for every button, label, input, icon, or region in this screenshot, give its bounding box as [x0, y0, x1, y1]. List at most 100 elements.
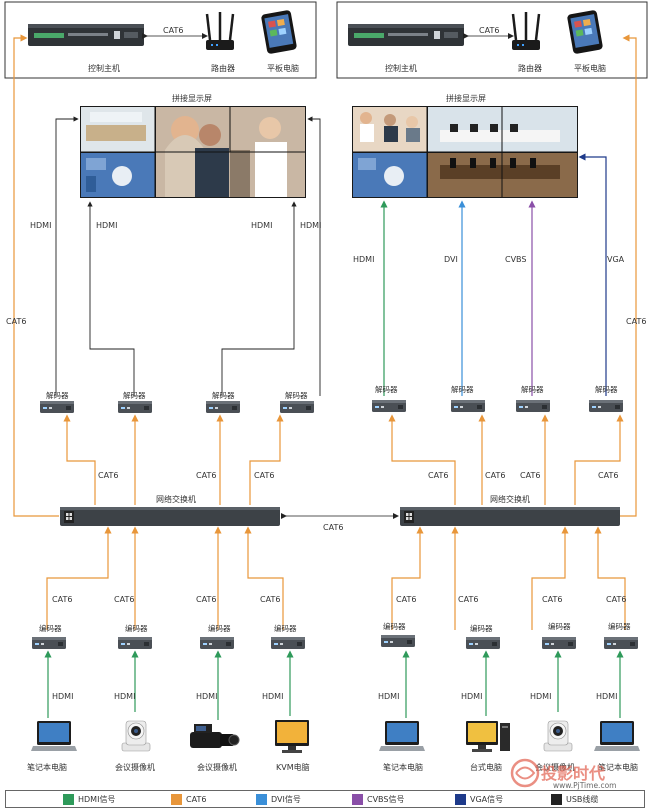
- encoder-right-1: 编码器: [381, 621, 415, 647]
- cat6-label: CAT6: [196, 471, 216, 480]
- tablet-left-label: 平板电脑: [267, 63, 299, 73]
- legend-item-hdmi: HDMI信号: [63, 793, 116, 805]
- right-link-label-1: HDMI: [353, 255, 374, 264]
- hdmi-label: HDMI: [596, 692, 617, 701]
- encoder-label: 编码器: [39, 623, 62, 633]
- encoder-label: 编码器: [383, 621, 406, 631]
- cat6-label: CAT6: [254, 471, 274, 480]
- legend-item-usb: USB线缆: [551, 793, 599, 805]
- watermark: 投影时代 www.PjTime.com: [510, 758, 616, 790]
- encoder-left-3: 编码器: [200, 623, 234, 649]
- cat6-label: CAT6: [260, 595, 280, 604]
- legend-item-cvbs: CVBS信号: [352, 793, 404, 805]
- left-video-wall: [80, 106, 306, 198]
- cat6-label: CAT6: [396, 595, 416, 604]
- decoder-left-3: 解码器: [206, 390, 240, 413]
- encoder-right-2: 编码器: [466, 623, 500, 649]
- right-video-wall: [352, 106, 578, 198]
- decoder-label: 解码器: [46, 390, 69, 400]
- decoder-right-3: 解码器: [516, 384, 550, 412]
- cat6-label: CAT6: [428, 471, 448, 480]
- decoder-right-4: 解码器: [589, 384, 623, 412]
- decoder-right-1: 解码器: [372, 384, 406, 412]
- right-link-label-3: CVBS: [505, 255, 526, 264]
- right-wall-title: 拼接显示屏: [446, 93, 486, 103]
- laptop-icon: [31, 721, 77, 751]
- encoder-right-4: 编码器: [604, 621, 638, 649]
- left-link-label-2: HDMI: [96, 221, 117, 230]
- hdmi-label: HDMI: [530, 692, 551, 701]
- cat6-label: CAT6: [114, 595, 134, 604]
- source-label-left-4: KVM电脑: [276, 762, 310, 772]
- decoder-left-2: 解码器: [118, 390, 152, 413]
- control-host-left-label: 控制主机: [88, 63, 120, 73]
- switch-left: [60, 507, 280, 526]
- encoder-label: 编码器: [470, 623, 493, 633]
- decoder-label: 解码器: [595, 384, 618, 394]
- hdmi-label: HDMI: [114, 692, 135, 701]
- decoder-label: 解码器: [521, 384, 544, 394]
- encoder-left-1: 编码器: [32, 623, 66, 649]
- source-label-right-4: 笔记本电脑: [598, 762, 638, 772]
- top-right-link-label: CAT6: [479, 26, 499, 35]
- legend-label: USB线缆: [566, 794, 599, 804]
- hdmi-label: HDMI: [52, 692, 73, 701]
- laptop-icon: [379, 721, 425, 751]
- right-link-label-4: VGA: [607, 255, 625, 264]
- legend: HDMI信号 CAT6 DVI信号 CVBS信号 VGA信号 USB线缆: [5, 790, 645, 808]
- legend-swatch: [551, 793, 562, 805]
- left-link-label-4: HDMI: [300, 221, 321, 230]
- encoder-right-3: 编码器: [542, 621, 576, 649]
- switch-left-label: 网络交换机: [156, 494, 196, 504]
- switch-link-label: CAT6: [323, 523, 343, 532]
- encoder-label: 编码器: [274, 623, 297, 633]
- hdmi-label: HDMI: [378, 692, 399, 701]
- left-wall-title: 拼接显示屏: [172, 93, 212, 103]
- legend-item-cat6: CAT6: [171, 793, 207, 805]
- control-host-left: [28, 24, 144, 46]
- left-link-label-1: HDMI: [30, 221, 51, 230]
- encoder-label: 编码器: [548, 621, 571, 631]
- hdmi-label: HDMI: [196, 692, 217, 701]
- legend-swatch: [171, 793, 182, 805]
- tablet-right-label: 平板电脑: [574, 63, 606, 73]
- legend-swatch: [256, 793, 267, 805]
- cat6-label: CAT6: [520, 471, 540, 480]
- top-left-link-label: CAT6: [163, 26, 183, 35]
- laptop-icon: [594, 721, 640, 751]
- camcorder-icon: [189, 723, 240, 749]
- source-label-left-3: 会议摄像机: [197, 762, 237, 772]
- encoder-left-2: 编码器: [118, 623, 152, 649]
- cat6-label: CAT6: [598, 471, 618, 480]
- side-link-right-label: CAT6: [626, 317, 646, 326]
- right-link-label-2: DVI: [444, 255, 458, 264]
- cat6-label: CAT6: [52, 595, 72, 604]
- ptz-camera-icon: [543, 720, 573, 752]
- source-label-left-1: 笔记本电脑: [27, 762, 67, 772]
- source-label-right-2: 台式电脑: [470, 762, 502, 772]
- desktop-computer-icon: [466, 721, 510, 752]
- control-host-right-label: 控制主机: [385, 63, 417, 73]
- encoder-label: 编码器: [608, 621, 631, 631]
- legend-label: VGA信号: [470, 794, 504, 804]
- decoder-label: 解码器: [285, 390, 308, 400]
- cat6-label: CAT6: [196, 595, 216, 604]
- switch-right: [400, 507, 620, 526]
- source-label-right-1: 笔记本电脑: [383, 762, 423, 772]
- cat6-label: CAT6: [485, 471, 505, 480]
- hdmi-label: HDMI: [262, 692, 283, 701]
- cat6-label: CAT6: [542, 595, 562, 604]
- ptz-camera-icon: [121, 720, 151, 752]
- encoder-left-4: 编码器: [271, 623, 305, 649]
- legend-label: DVI信号: [271, 794, 301, 804]
- legend-label: HDMI信号: [78, 794, 116, 804]
- legend-swatch: [352, 793, 363, 805]
- watermark-url: www.PjTime.com: [553, 781, 616, 790]
- legend-label: CAT6: [186, 794, 207, 804]
- decoder-right-2: 解码器: [451, 384, 485, 412]
- decoder-label: 解码器: [375, 384, 398, 394]
- side-link-left-label: CAT6: [6, 317, 26, 326]
- decoder-left-4: 解码器: [280, 390, 314, 413]
- router-left-label: 路由器: [211, 63, 235, 73]
